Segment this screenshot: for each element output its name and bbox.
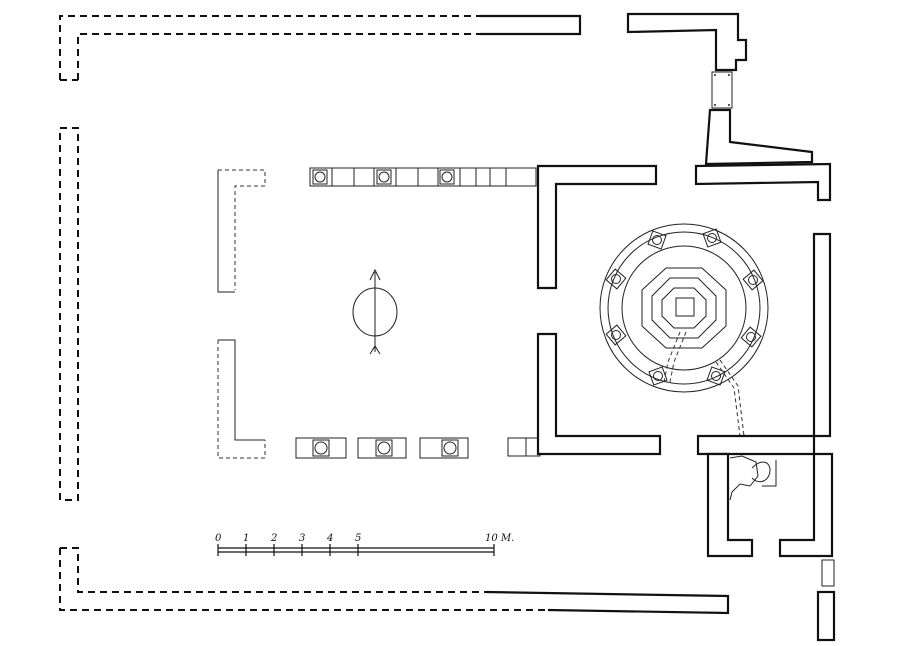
outer-enclosure-top [59, 14, 582, 81]
column-base [312, 169, 328, 185]
north-arrow-icon [352, 268, 398, 355]
threshold-stone [821, 559, 835, 587]
east-walls [696, 232, 836, 642]
scale-label-4: 4 [326, 533, 333, 544]
column-base [647, 230, 667, 250]
northeast-wall-block [626, 12, 832, 202]
column-base [742, 269, 764, 291]
column-base [605, 324, 627, 346]
colonnade-top [309, 167, 537, 187]
column-base [706, 366, 726, 386]
pronaos-walls [536, 164, 662, 456]
scale-bar: 0 1 2 3 4 5 10 M. [215, 533, 514, 556]
outer-enclosure-left [59, 127, 79, 501]
scale-label-10m: 10 M. [485, 533, 514, 544]
scale-label-5: 5 [355, 533, 361, 544]
tholos [599, 223, 769, 437]
column-base [740, 326, 762, 348]
column-base [648, 366, 668, 386]
scale-label-3: 3 [299, 533, 305, 544]
hall-outline [217, 169, 266, 459]
column-base [605, 268, 627, 290]
scale-label-2: 2 [270, 533, 277, 544]
scale-ticks [217, 544, 495, 556]
column-base [376, 169, 392, 185]
colonnade-bottom [295, 437, 541, 459]
outer-enclosure-bottom [59, 547, 730, 615]
scale-label-1: 1 [243, 533, 249, 544]
threshold-stone [711, 71, 733, 109]
column-base [702, 228, 722, 248]
column-base [439, 169, 455, 185]
scale-label-0: 0 [215, 533, 222, 544]
